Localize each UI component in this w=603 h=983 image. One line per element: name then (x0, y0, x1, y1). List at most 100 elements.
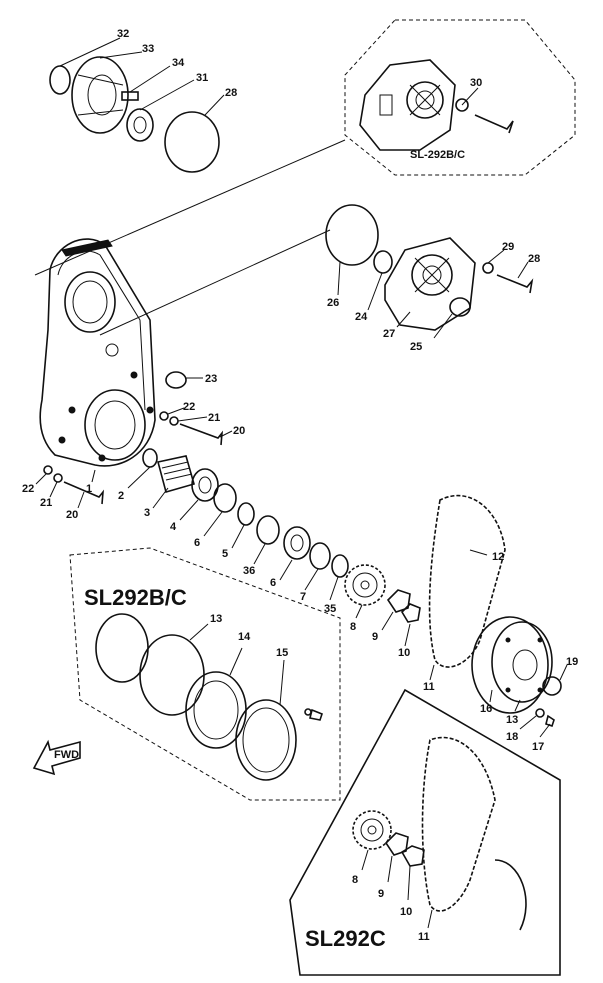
part-6-seal (213, 483, 237, 513)
part-label-23: 23 (205, 373, 217, 385)
part-label-3: 3 (144, 507, 150, 519)
case-rim-highlight (61, 239, 113, 257)
part-31-bearing (126, 108, 154, 142)
part-21-washer-left (53, 473, 63, 483)
sl292bc-inset: 30 SL-292B/C (344, 19, 576, 176)
part-35-circlip (331, 554, 349, 578)
part-28-bolt (496, 274, 534, 294)
part-label-25: 25 (410, 341, 422, 353)
inset-caption: SL-292B/C (410, 149, 465, 161)
part-8-sprocket (344, 564, 386, 606)
inset-housing (359, 59, 456, 151)
part-36-ring (256, 515, 280, 545)
part-18-washer (535, 708, 545, 718)
part-24-seal (373, 250, 393, 274)
sl292bc-title: SL292B/C (84, 585, 187, 610)
part-33-cover (71, 56, 129, 134)
part-label-31: 31 (196, 72, 208, 84)
top-left-group: 32 33 34 31 28 (49, 28, 237, 173)
part-label-20b: 20 (233, 425, 245, 437)
part-5-circlip (237, 502, 255, 526)
part-label-15: 15 (276, 647, 288, 659)
part-label-5: 5 (222, 548, 228, 560)
part-14-gasket (185, 671, 247, 749)
part-label-34: 34 (172, 57, 185, 69)
part-label-7: 7 (300, 591, 306, 603)
part-label-32: 32 (117, 28, 129, 40)
part-label-19: 19 (566, 656, 578, 668)
part-label-4: 4 (170, 521, 177, 533)
part-label-24: 24 (355, 311, 368, 323)
part-label-30: 30 (470, 77, 482, 89)
part-1-chaincase (39, 238, 156, 467)
part-label-11a: 11 (423, 681, 435, 693)
part-label-12: 12 (492, 551, 504, 563)
part-10-nut (400, 603, 421, 623)
part-15-cover (235, 699, 297, 781)
part-label-1: 1 (86, 483, 92, 495)
part-22-washer-left (43, 465, 53, 475)
part-9-washer-c (384, 832, 409, 856)
sl292c-title: SL292C (305, 926, 386, 951)
sl292bc-section: SL292B/C 13 14 15 (69, 547, 341, 801)
part-6-bearing (283, 526, 311, 560)
part-label-22b: 22 (183, 401, 195, 413)
part-2-ring (142, 448, 158, 468)
part-label-13b: 13 (506, 714, 518, 726)
part-label-8a: 8 (350, 621, 356, 633)
part-label-11b: 11 (418, 931, 430, 943)
part-label-21b: 21 (208, 412, 220, 424)
part-21-washer-right (169, 416, 179, 426)
part-label-18: 18 (506, 731, 518, 743)
part-3-hub (157, 455, 195, 493)
part-30-bolt (474, 114, 514, 134)
part-34-key (121, 91, 139, 101)
part-label-2: 2 (118, 490, 124, 502)
right-housing-group: 26 24 27 25 29 28 (325, 204, 540, 353)
part-label-26: 26 (327, 297, 339, 309)
part-4-bearing (191, 468, 219, 502)
part-label-9b: 9 (378, 888, 384, 900)
part-disc-edge-c (494, 859, 527, 931)
part-28-oring (164, 111, 220, 173)
part-label-36: 36 (243, 565, 255, 577)
part-10-nut-c (400, 845, 425, 867)
fwd-arrow-icon: FWD (32, 739, 81, 776)
part-label-35: 35 (324, 603, 336, 615)
part-label-8b: 8 (352, 874, 358, 886)
part-label-33: 33 (142, 43, 154, 55)
part-9-washer (386, 589, 411, 613)
part-23-plug (165, 371, 187, 389)
part-15-screw (309, 708, 323, 721)
part-26-oring (325, 204, 379, 266)
part-8-sprocket-c (352, 810, 392, 850)
part-22-washer-right (159, 411, 169, 421)
part-label-20a: 20 (66, 509, 78, 521)
part-16-13-disc (471, 616, 553, 714)
part-15-screw-washer (304, 708, 312, 716)
part-label-13a: 13 (210, 613, 222, 625)
part-label-16: 16 (480, 703, 492, 715)
part-7-seal (309, 542, 331, 570)
part-label-28a: 28 (225, 87, 237, 99)
part-label-21a: 21 (40, 497, 52, 509)
fwd-arrow-label: FWD (54, 749, 79, 761)
part-label-10a: 10 (398, 647, 410, 659)
part-label-27: 27 (383, 328, 395, 340)
part-label-6b: 6 (270, 577, 276, 589)
guide-line (34, 139, 346, 276)
part-17-bolt (545, 714, 555, 728)
part-25-seal (449, 297, 471, 317)
part-label-9a: 9 (372, 631, 378, 643)
part-29-washer (482, 262, 494, 274)
part-label-29: 29 (502, 241, 514, 253)
part-label-17: 17 (532, 741, 544, 753)
part-label-28b: 28 (528, 253, 540, 265)
sl292c-section: SL292C 8 9 10 11 (289, 688, 561, 976)
part-label-10b: 10 (400, 906, 412, 918)
part-32-seal (49, 65, 71, 95)
part-20-bolt-left (63, 481, 105, 505)
part-20-bolt-right (179, 423, 224, 446)
part-label-14: 14 (238, 631, 251, 643)
